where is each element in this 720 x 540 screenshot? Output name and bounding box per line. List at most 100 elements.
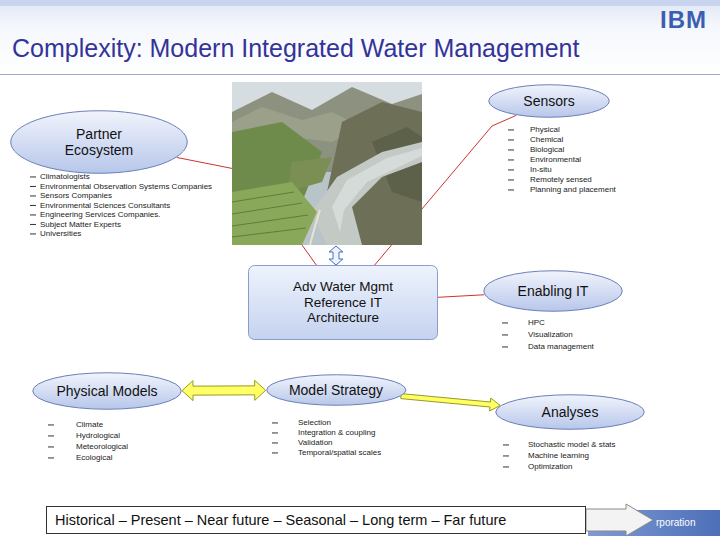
analysis-item: Machine learning (528, 451, 589, 460)
ellipse-shape (33, 373, 182, 410)
text-wrap: Physical Models (56, 383, 157, 399)
bullet-dash (30, 214, 36, 215)
header-band (0, 0, 720, 74)
bullet-dash (30, 176, 36, 177)
ellipse-shape (266, 375, 405, 406)
partner-item: Engineering Services Companies. (40, 210, 161, 219)
strategy-item: Temporal/spatial scales (298, 448, 381, 457)
ellipse-shape (484, 271, 623, 312)
partner-item: Sensors Companies (40, 191, 112, 200)
sensor-item: Biological (530, 145, 564, 154)
text-wrap: Analyses (542, 404, 599, 420)
timeline-box (47, 507, 586, 534)
sensor-item: Environmental (530, 155, 581, 164)
analyses-ellipse: Analyses (495, 394, 645, 430)
sensor-item: Physical (530, 125, 560, 134)
ellipse-shape (11, 111, 188, 174)
partner-item: Universities (40, 229, 81, 238)
model-item: Hydrological (76, 431, 120, 440)
bullet-dash (508, 149, 514, 150)
strategy-ellipse: Model Strategy (266, 374, 407, 406)
bullet-dash (508, 129, 514, 130)
bullet-dash (508, 189, 514, 190)
partner-item: Environmental Sciences Consultants (40, 201, 170, 210)
bullet-dash (508, 169, 514, 170)
strategy-item: Validation (298, 438, 333, 447)
model-item: Ecological (76, 453, 112, 462)
bullet-dash (30, 233, 36, 234)
sensor-item: Remotely sensed (530, 175, 592, 184)
it-item: HPC (528, 318, 545, 327)
node-label: Physical Models (56, 383, 157, 399)
header-strip (0, 0, 720, 6)
text-wrap: Enabling IT (518, 283, 589, 299)
strategy-item: Integration & coupling (298, 428, 375, 437)
company-logo: IBM (660, 6, 707, 34)
node-label: Historical – Present – Near future – Sea… (55, 512, 506, 529)
text-wrap: Model Strategy (289, 382, 383, 398)
timeline-arrowhead (586, 504, 653, 536)
bullet-dash (508, 159, 514, 160)
rect-shape (249, 266, 438, 340)
analysis-item: Optimization (528, 462, 572, 471)
text-wrap: Adv Water Mgmt Reference IT Architecture (281, 279, 406, 326)
footer-text: rporation (656, 517, 695, 529)
model-item: Climate (76, 420, 103, 429)
bullet-dash (503, 466, 509, 467)
bullet-dash (508, 139, 514, 140)
bullet-dash (503, 444, 509, 445)
bullet-dash (48, 435, 54, 436)
bullet-dash (48, 424, 54, 425)
bullet-dash (502, 322, 508, 323)
bullet-dash (272, 422, 278, 423)
bullet-dash (502, 346, 508, 347)
bullet-dash (272, 432, 278, 433)
text-wrap: Sensors (523, 93, 574, 109)
bullet-dash (48, 446, 54, 447)
node-label: Enabling IT (518, 283, 589, 299)
sensors-ellipse: Sensors (488, 84, 610, 118)
models-ellipse: Physical Models (32, 372, 182, 410)
partner-item: Climatologists (40, 172, 90, 181)
text-wrap: Partner Ecosystem (54, 126, 144, 158)
slide-title: Complexity: Modern Integrated Water Mana… (12, 34, 579, 63)
bullet-dash (502, 334, 508, 335)
enabling-ellipse: Enabling IT (483, 270, 623, 312)
partner-ellipse: Partner Ecosystem (10, 110, 188, 174)
it-item: Visualization (528, 330, 573, 339)
bullet-dash (272, 442, 278, 443)
node-label: Analyses (542, 404, 599, 420)
partner-item: Environmental Observation Systems Compan… (40, 182, 212, 191)
node-label: Model Strategy (289, 382, 383, 398)
timeline-arrow: Historical – Present – Near future – Sea… (46, 506, 654, 534)
header-rule (0, 74, 720, 75)
connector-line (438, 295, 484, 298)
architecture-box: Adv Water Mgmt Reference IT Architecture (248, 265, 438, 340)
node-label: Sensors (523, 93, 574, 109)
bullet-dash (30, 186, 36, 187)
bullet-dash (30, 205, 36, 206)
sensor-item: In-situ (530, 165, 552, 174)
analysis-item: Stochastic model & stats (528, 440, 616, 449)
bullet-dash (30, 195, 36, 196)
node-label: Partner Ecosystem (54, 126, 144, 158)
model-item: Meteorological (76, 442, 128, 451)
ellipse-shape (489, 85, 610, 118)
strategy-item: Selection (298, 418, 331, 427)
bullet-dash (272, 452, 278, 453)
node-label: Adv Water Mgmt Reference IT Architecture (281, 279, 406, 326)
bullet-dash (30, 224, 36, 225)
double-arrow (329, 246, 343, 265)
text-wrap: Historical – Present – Near future – Sea… (46, 512, 506, 529)
river-valley-photo (232, 82, 422, 245)
ellipse-shape (496, 395, 645, 430)
block-arrow (401, 394, 500, 411)
block-arrow (182, 380, 266, 400)
sensor-item: Planning and placement (530, 185, 616, 194)
partner-item: Subject Matter Experts (40, 220, 121, 229)
it-item: Data management (528, 342, 594, 351)
bullet-dash (503, 455, 509, 456)
bullet-dash (48, 457, 54, 458)
sensor-item: Chemical (530, 135, 563, 144)
